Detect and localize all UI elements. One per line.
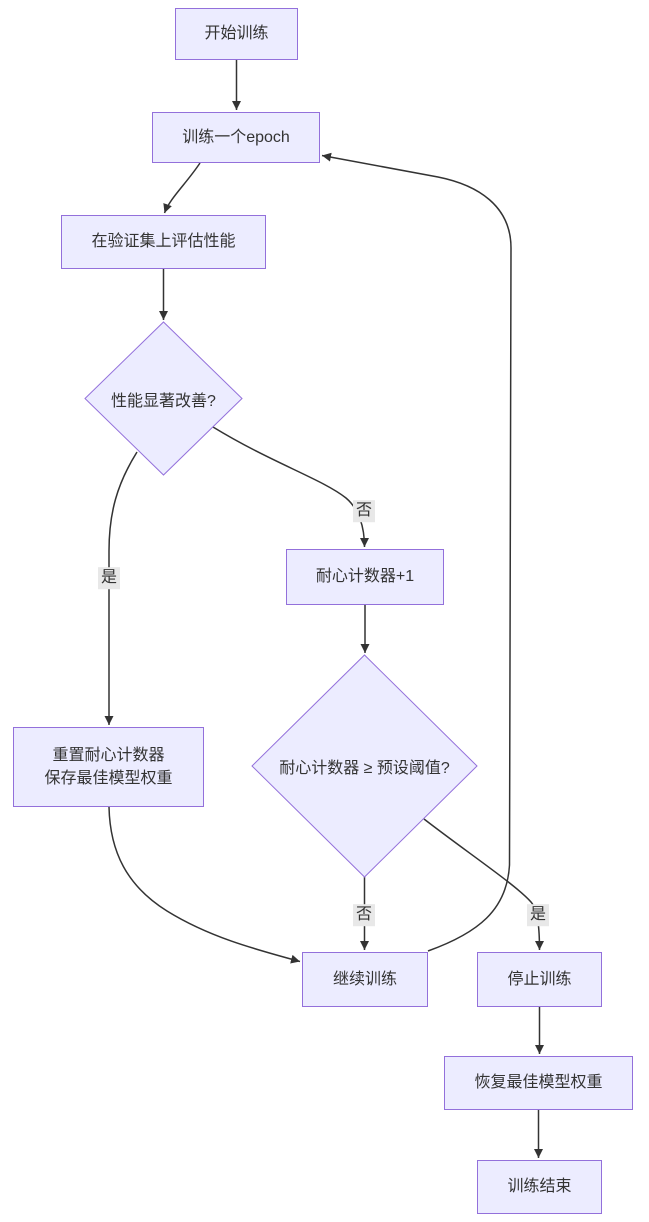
node-evaluate: 在验证集上评估性能 [61,215,266,269]
edge-improved-no-to-counter-inc [212,426,369,548]
node-evaluate-label: 在验证集上评估性能 [91,233,236,251]
node-stop-label: 停止训练 [507,970,572,988]
edge-reset-save-to-continue [108,806,301,964]
node-reset-save: 重置耐心计数器 保存最佳模型权重 [13,727,204,807]
edge-label-improved-yes: 是 [97,567,121,589]
node-train-epoch: 训练一个epoch [152,112,320,163]
node-reset-save-line2: 保存最佳模型权重 [44,770,173,787]
node-continue-label: 继续训练 [332,970,397,988]
decision-threshold-shape [251,654,478,878]
edge-label-threshold-yes: 是 [526,904,550,926]
edge-label-improved-no: 否 [352,500,376,522]
node-restore-label: 恢复最佳模型权重 [474,1074,603,1092]
node-restore: 恢复最佳模型权重 [444,1056,633,1110]
node-counter-inc: 耐心计数器+1 [286,549,444,605]
edge-train-epoch-to-evaluate [163,162,201,214]
node-end-label: 训练结束 [507,1178,572,1196]
node-start: 开始训练 [175,8,298,60]
node-continue: 继续训练 [302,952,428,1007]
node-end: 训练结束 [477,1160,602,1214]
edge-improved-yes-to-reset-save [104,451,138,725]
node-counter-inc-label: 耐心计数器+1 [315,568,415,586]
edge-threshold-yes-to-stop [423,818,544,951]
node-reset-save-line1: 重置耐心计数器 [52,746,165,764]
node-stop: 停止训练 [477,952,602,1007]
decision-improved-shape [84,321,243,476]
decision-threshold-label: 耐心计数器 ≥ 预设阈值? [279,760,450,777]
node-train-epoch-label: 训练一个epoch [182,128,290,146]
edge-continue-to-train-epoch-loop [321,152,512,952]
edge-label-threshold-no: 否 [352,904,376,926]
node-start-label: 开始训练 [204,25,269,43]
decision-improved-label: 性能显著改善? [111,392,216,410]
